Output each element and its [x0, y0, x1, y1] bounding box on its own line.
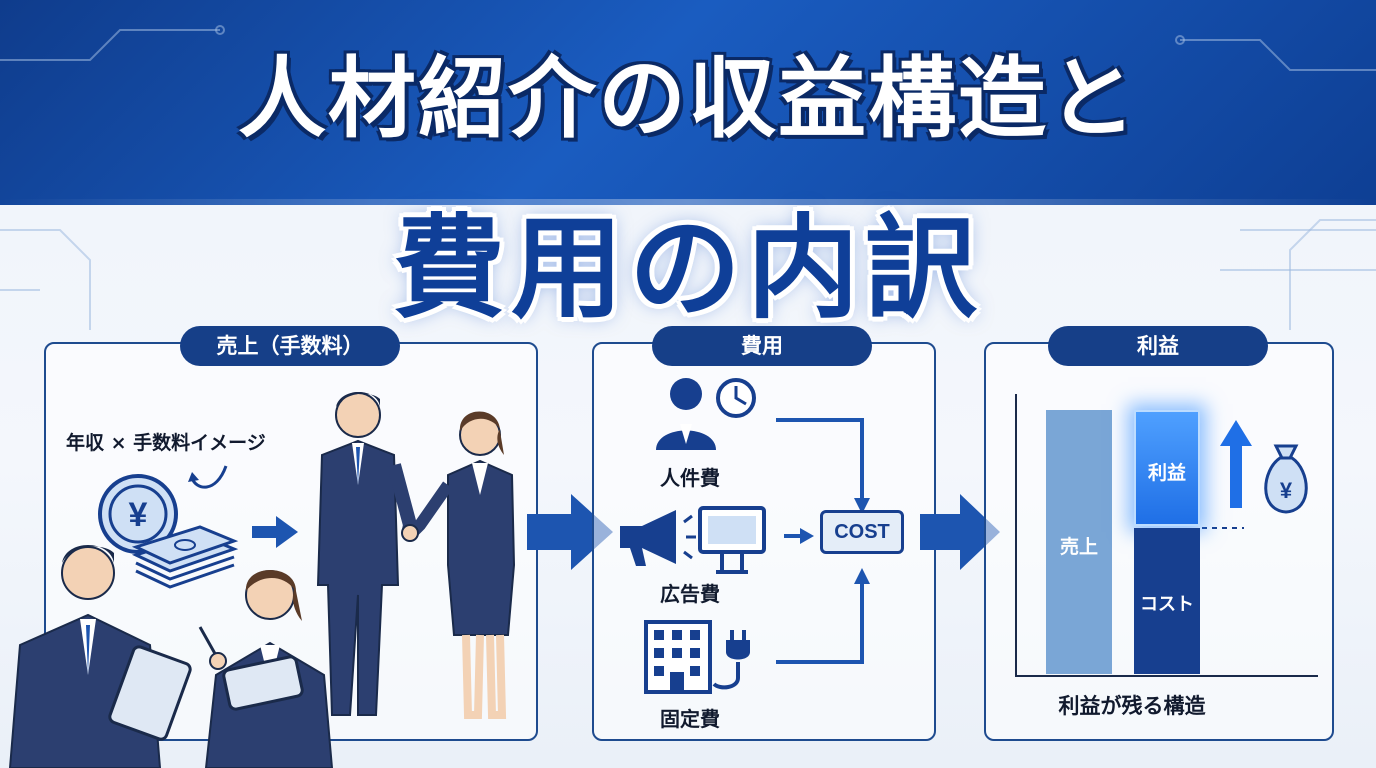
cash-stack-icon: [131, 525, 239, 589]
yen-coin-icon: ¥: [98, 474, 178, 554]
svg-text:¥: ¥: [129, 496, 148, 534]
cost-bar-label: コスト: [1140, 594, 1194, 615]
cost-item-label: 人件費: [660, 466, 720, 490]
up-arrow-icon: [1220, 420, 1252, 508]
person-clock-icon: [656, 378, 756, 450]
curved-arrow-icon: [188, 465, 228, 489]
page-subtitle: 費用の内訳: [393, 204, 983, 334]
megaphone-billboard-icon: [620, 506, 766, 574]
flow-arrow-2-icon: [920, 494, 1000, 570]
revenue-bar-label: 売上: [1059, 536, 1098, 558]
staff-with-tablets-illustration: [8, 545, 334, 768]
building-plug-icon: [644, 620, 750, 694]
profit-bar-axes: [1015, 394, 1318, 677]
right-arrow-icon: [252, 516, 298, 548]
profit-bar-label: 利益: [1147, 462, 1186, 484]
cost-item-label: 広告費: [660, 582, 720, 606]
cost-center-label: COST: [834, 521, 890, 543]
money-bag-icon: ¥: [1264, 444, 1308, 514]
revenue-caption: 年収 × 手数料イメージ: [66, 432, 266, 454]
profit-caption: 利益が残る構造: [1058, 694, 1206, 718]
cost-center-box: COST: [820, 510, 904, 554]
svg-text:¥: ¥: [1280, 478, 1293, 503]
cost-bar: [1134, 528, 1200, 674]
cost-connectors: [776, 418, 870, 664]
flow-arrow-1-icon: [527, 494, 613, 570]
profit-label: 利益: [1048, 326, 1268, 366]
profit-bar: [1134, 410, 1200, 526]
cost-item-label: 固定費: [660, 707, 720, 731]
revenue-label: 売上（手数料）: [180, 326, 400, 366]
page-title: 人材紹介の収益構造と: [237, 47, 1138, 150]
header-band: [0, 0, 1376, 205]
cost-label: 費用: [652, 326, 872, 366]
handshake-illustration: [316, 392, 516, 719]
revenue-bar: [1046, 410, 1112, 674]
